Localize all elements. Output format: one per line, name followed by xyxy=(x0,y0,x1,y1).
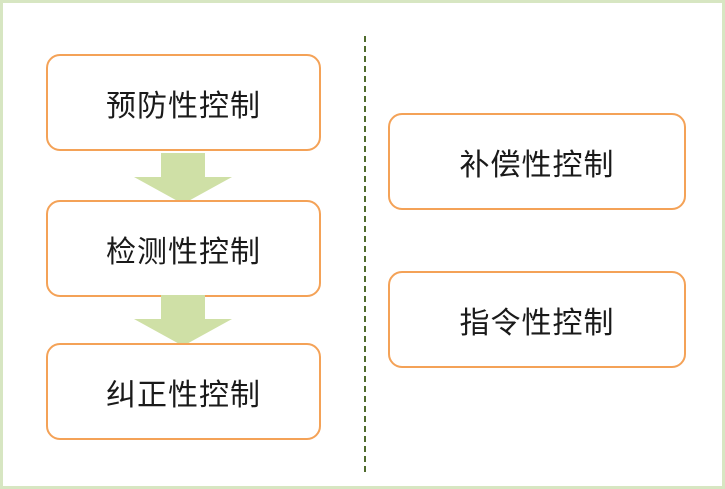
compensating-control-box: 补偿性控制 xyxy=(388,113,686,210)
detective-control-box: 检测性控制 xyxy=(46,200,321,297)
preventive-control-box: 预防性控制 xyxy=(46,54,321,151)
detective-control-label: 检测性控制 xyxy=(106,234,261,270)
directive-control-label: 指令性控制 xyxy=(459,305,615,341)
corrective-control-label: 纠正性控制 xyxy=(106,377,261,413)
directive-control-box: 指令性控制 xyxy=(388,271,686,368)
compensating-control-label: 补偿性控制 xyxy=(459,147,615,183)
column-divider xyxy=(364,36,366,472)
down-arrow-icon xyxy=(134,295,232,346)
down-arrow-icon xyxy=(134,153,232,204)
preventive-control-label: 预防性控制 xyxy=(106,88,261,124)
corrective-control-box: 纠正性控制 xyxy=(46,343,321,440)
